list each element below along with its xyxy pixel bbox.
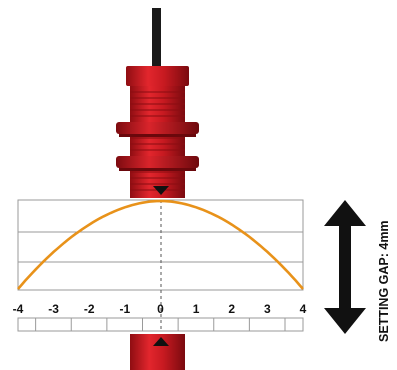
sensor-nut-upper xyxy=(116,122,199,137)
setting-gap-label: SETTING GAP: 4mm xyxy=(377,220,391,342)
sensing-curve xyxy=(17,199,304,290)
tick-label: 2 xyxy=(228,302,235,316)
axis-tick-labels: -4 -3 -2 -1 0 1 2 3 4 xyxy=(13,302,307,316)
tick-label: 1 xyxy=(193,302,200,316)
tick-label: -2 xyxy=(84,302,95,316)
sensor-nut-lower xyxy=(116,156,199,171)
tick-label: -1 xyxy=(120,302,131,316)
tick-label: -3 xyxy=(48,302,59,316)
strip-frame xyxy=(17,317,304,332)
sensor-body xyxy=(126,66,189,198)
tick-label: 4 xyxy=(300,302,307,316)
scale-strip xyxy=(17,317,304,332)
tick-label: -4 xyxy=(13,302,24,316)
triangle-up-icon xyxy=(153,337,169,346)
double-arrow-vertical-icon xyxy=(324,200,366,334)
tick-label: 0 xyxy=(157,302,164,316)
tick-label: 3 xyxy=(264,302,271,316)
target-body xyxy=(130,334,185,370)
sensor-cable xyxy=(152,8,161,68)
triangle-down-icon xyxy=(153,186,169,195)
